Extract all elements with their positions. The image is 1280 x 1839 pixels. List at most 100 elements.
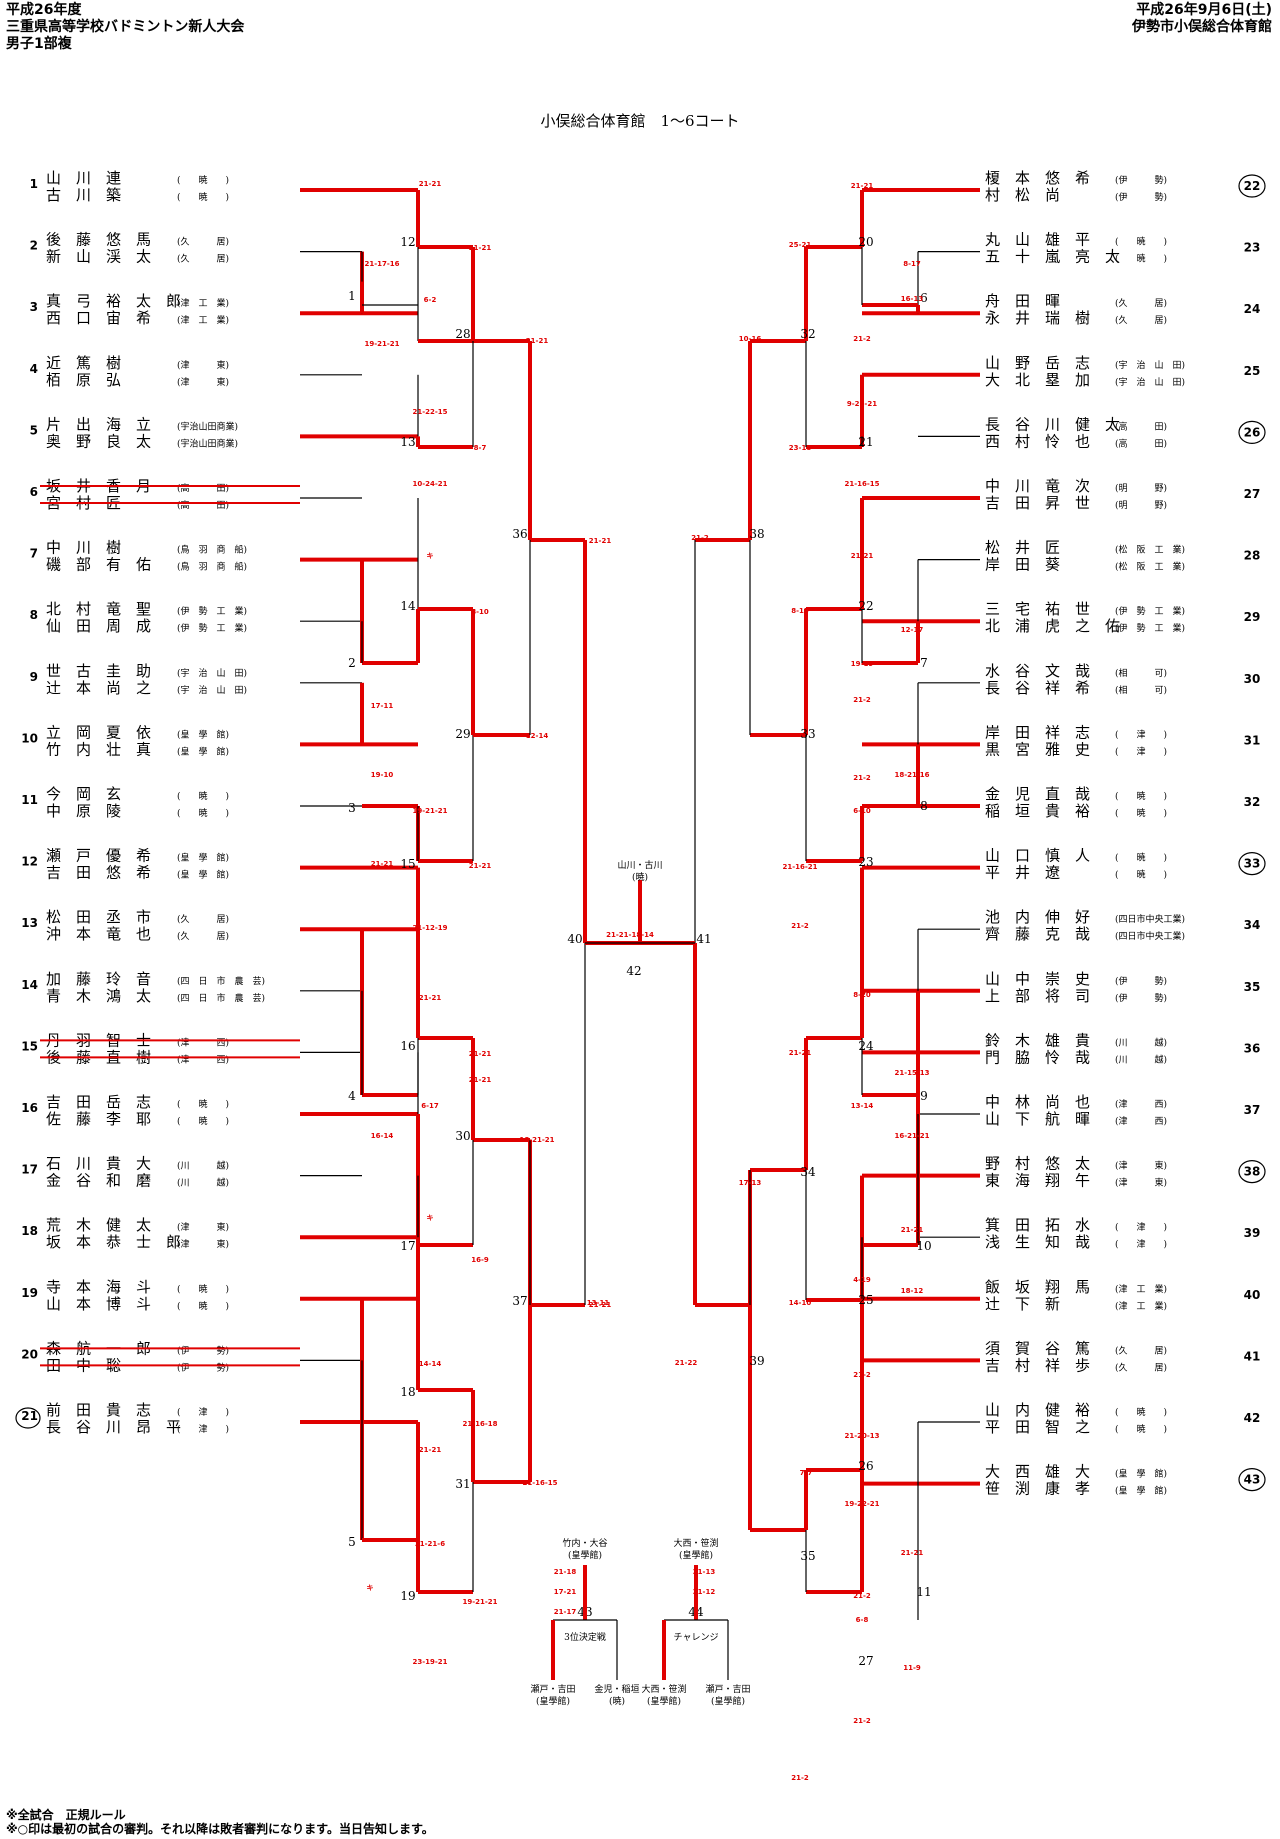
- score-label: 21-21: [371, 860, 394, 868]
- player-name: 奥 野 良 太: [46, 432, 151, 450]
- player-name: 竹 内 壮 真: [46, 740, 151, 758]
- player-name: 山 内 健 裕: [985, 1401, 1090, 1419]
- school-name: (伊 勢 工 業): [1115, 605, 1185, 617]
- match-number: 25: [858, 1293, 873, 1307]
- score-label: 21-21: [589, 537, 612, 545]
- school-name: (久 居): [177, 913, 229, 925]
- entry-number: 23: [1244, 241, 1261, 255]
- entry-number: 10: [21, 731, 38, 745]
- challenge-bottom-label: (皇學館): [711, 1695, 745, 1707]
- player-name: 仙 田 周 成: [46, 617, 151, 635]
- school-name: ( 暁 ): [177, 1116, 229, 1127]
- player-name: 坂 本 恭 士 郎: [46, 1233, 181, 1251]
- umpire-marker: [1238, 174, 1266, 198]
- player-name: 池 内 伸 好: [985, 908, 1090, 926]
- school-name: (津 西): [177, 1037, 229, 1048]
- score-label: 18-21-16: [894, 771, 929, 779]
- school-name: (皇 學 館): [177, 852, 229, 864]
- player-name: 辻 下 新: [985, 1295, 1060, 1313]
- note-rules: ※全試合 正規ルール: [6, 1808, 126, 1822]
- player-name: 箕 田 拓 水: [985, 1216, 1090, 1234]
- score-label: 21-21: [419, 1446, 442, 1454]
- school-name: ( 暁 ): [1115, 1424, 1167, 1435]
- school-name: (川 越): [1115, 1053, 1167, 1065]
- final-winner-label: 山川・古川: [617, 859, 662, 871]
- final-winner-label: (暁): [632, 872, 648, 883]
- player-name: 青 木 鴻 太: [46, 987, 151, 1005]
- entry-number: 29: [1244, 610, 1261, 624]
- match-number: 30: [455, 1129, 470, 1143]
- score-label: 25-21: [789, 241, 812, 249]
- school-name: (高 田): [177, 482, 229, 494]
- player-name: 山 野 岳 志: [985, 354, 1090, 372]
- player-name: 松 田 丞 市: [46, 908, 151, 926]
- player-name: 三 宅 祐 世: [985, 600, 1090, 618]
- match-number: 39: [749, 1354, 764, 1368]
- school-name: (津 東): [1115, 1177, 1167, 1189]
- entry-number: 34: [1244, 918, 1261, 932]
- school-name: (鳥 羽 商 船): [177, 561, 247, 573]
- score-label: 8-20: [853, 991, 871, 999]
- player-name: 松 井 匠: [985, 539, 1060, 557]
- school-name: (四日市中央工業): [1115, 913, 1185, 925]
- match-number: 35: [800, 1549, 815, 1563]
- umpire-marker: [1238, 420, 1266, 444]
- notes: ※全試合 正規ルール ※○印は最初の試合の審判。それ以降は敗者審判になります。当…: [6, 1808, 434, 1836]
- third_place-bottom-label: 瀬戸・吉田: [530, 1683, 575, 1695]
- school-name: (津 東): [177, 359, 229, 371]
- score-label: 8-15: [791, 607, 809, 615]
- score-label: 21-2: [853, 774, 871, 782]
- score-label: 16-13: [901, 295, 924, 303]
- player-name: 加 藤 玲 音: [46, 970, 151, 988]
- score-label: 21-2: [853, 1592, 871, 1600]
- entry-number: 26: [1244, 425, 1261, 439]
- entry-number: 18: [21, 1224, 38, 1238]
- school-name: (宇治山田商業): [177, 420, 238, 432]
- player-name: 西 村 怜 也: [985, 432, 1090, 450]
- player-name: 稲 垣 貴 裕: [985, 802, 1090, 820]
- score-label: 17-11: [371, 702, 394, 710]
- player-name: 黒 宮 雅 史: [985, 740, 1090, 758]
- player-name: 立 岡 夏 依: [46, 723, 151, 741]
- match-number: 3: [348, 801, 356, 815]
- school-name: (川 越): [1115, 1036, 1167, 1048]
- third_place-top-label: 竹内・大谷: [562, 1537, 607, 1549]
- score-label: 21-21: [419, 180, 442, 188]
- match-number: 2: [348, 656, 356, 670]
- third_place-title: 3位決定戦: [564, 1631, 606, 1643]
- player-name: 鈴 木 雄 貴: [985, 1031, 1090, 1049]
- school-name: ( 津 ): [1115, 1239, 1167, 1250]
- score-label: 21-21: [851, 552, 874, 560]
- player-name: 石 川 貴 大: [46, 1155, 151, 1173]
- player-name: 飯 坂 翔 馬: [985, 1278, 1090, 1296]
- school-name: (伊 勢): [1115, 191, 1167, 203]
- score-label: 21-2: [691, 534, 709, 542]
- score-label: 8-7: [474, 444, 487, 452]
- match-number: 7: [920, 656, 928, 670]
- school-name: (宇治山田商業): [177, 437, 238, 449]
- score-label: 21-21: [901, 1549, 924, 1557]
- school-name: ( 暁 ): [177, 791, 229, 802]
- match-number: 42: [626, 964, 641, 978]
- entry-number: 32: [1244, 795, 1261, 809]
- entry-number: 1: [30, 177, 38, 191]
- score-label: 8-10: [471, 608, 489, 616]
- player-name: 平 井 遼: [985, 864, 1060, 882]
- player-name: 山 本 博 斗: [46, 1295, 151, 1313]
- score-label: 21-18: [554, 1568, 577, 1576]
- score-label: 21-16-18: [462, 1420, 497, 1428]
- score-label: 21-2: [853, 1717, 871, 1725]
- score-label: 21-16-15: [844, 480, 879, 488]
- school-name: (津 西): [177, 1054, 229, 1065]
- player-name: 平 田 智 之: [985, 1418, 1090, 1436]
- score-label: 10-24-21: [412, 480, 447, 488]
- entry-number: 35: [1244, 980, 1261, 994]
- third_place-bottom-label: (暁): [609, 1696, 625, 1707]
- entry-number: 40: [1244, 1288, 1261, 1302]
- player-name: 舟 田 暉: [985, 292, 1060, 310]
- match-number: 8: [920, 799, 928, 813]
- player-name: 沖 本 竜 也: [46, 925, 151, 943]
- match-number: 20: [858, 235, 873, 249]
- score-label: 4-19: [853, 1276, 871, 1284]
- school-name: (高 田): [1115, 437, 1167, 449]
